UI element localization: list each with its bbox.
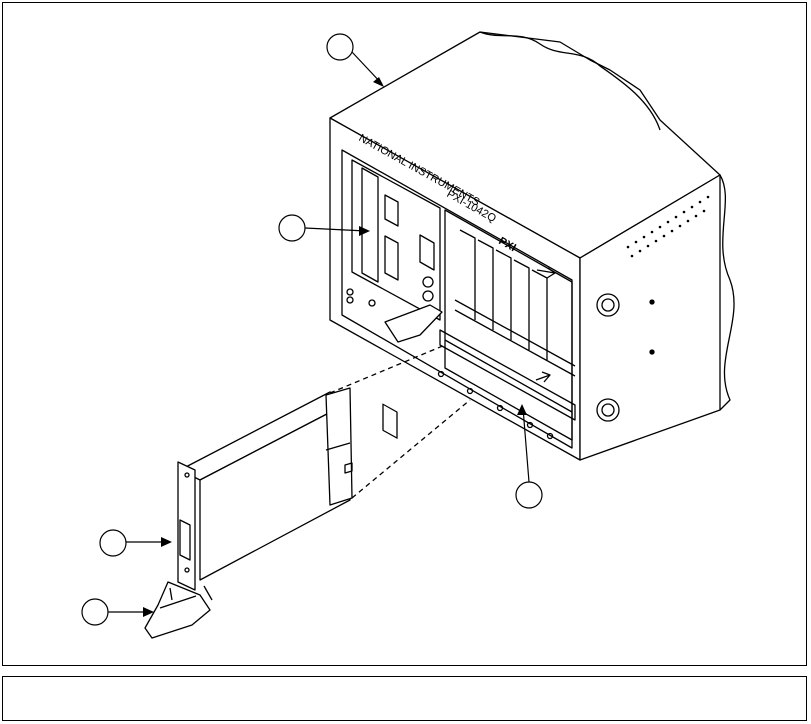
callout-circle-controller: [279, 215, 305, 241]
callout-circle-ejector-handle: [82, 599, 108, 625]
callout-circle-card-guides: [516, 482, 542, 508]
installation-diagram: NATIONAL INSTRUMENTS PXI-1042Q PXI: [0, 0, 811, 670]
callout-circle-module-front-panel: [100, 530, 126, 556]
pxi-module: [145, 388, 352, 638]
caption-box: [2, 676, 807, 721]
chassis: [330, 32, 734, 460]
callout-circle-chassis: [327, 34, 353, 60]
